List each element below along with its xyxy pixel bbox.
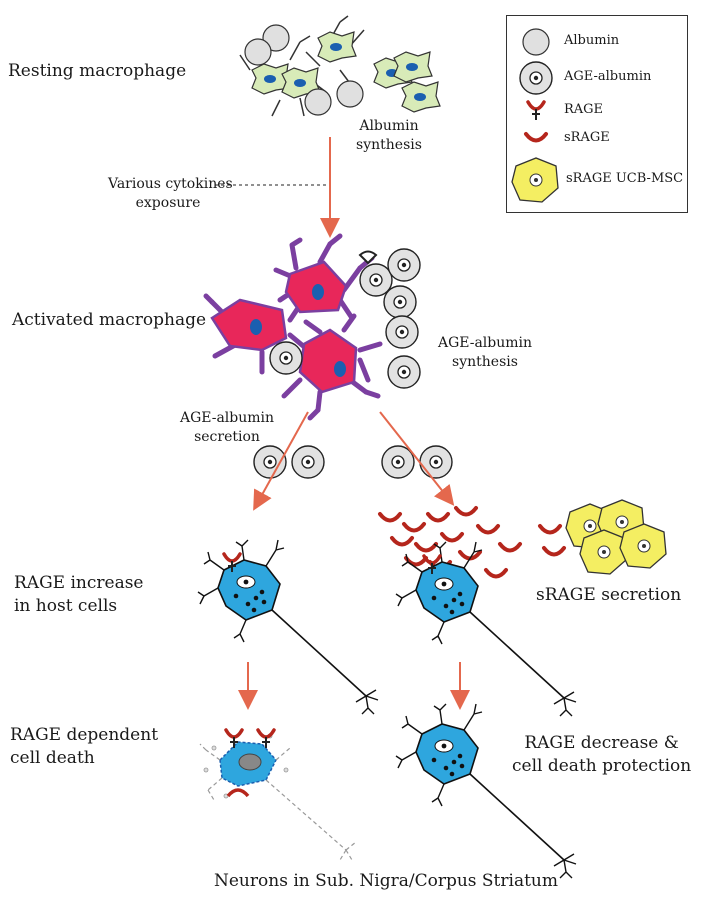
activated-macrophage-cluster — [203, 233, 421, 421]
srage-secretion-label: sRAGE secretion — [536, 585, 682, 605]
activated-macrophage-label: Activated macrophage — [12, 310, 207, 330]
resting-macrophage-cluster — [239, 15, 441, 117]
neuron-left-rage-increase — [197, 539, 379, 715]
dying-neuron — [199, 728, 357, 861]
arrow-to-left-branch — [253, 411, 309, 511]
legend-box — [506, 15, 688, 213]
legend-age-albumin-label: AGE-albumin — [564, 69, 652, 84]
legend-rage-label: RAGE — [564, 102, 604, 117]
footer-caption: Neurons in Sub. Nigra/Corpus Striatum — [214, 871, 558, 891]
legend-albumin-label: Albumin — [564, 33, 620, 48]
arrow-to-right-branch — [379, 411, 455, 506]
secreted-age-albumin — [253, 445, 453, 479]
protected-neuron — [395, 703, 577, 879]
ucb-msc-cluster — [565, 499, 667, 575]
resting-macrophage-label: Resting macrophage — [8, 61, 187, 81]
rage-decrease-label: RAGE decrease &cell death protection — [512, 733, 692, 776]
srage-molecules — [378, 506, 566, 579]
legend-srage-ucb-msc-label: sRAGE UCB-MSC — [566, 171, 684, 186]
legend-srage-label: sRAGE — [564, 130, 610, 145]
